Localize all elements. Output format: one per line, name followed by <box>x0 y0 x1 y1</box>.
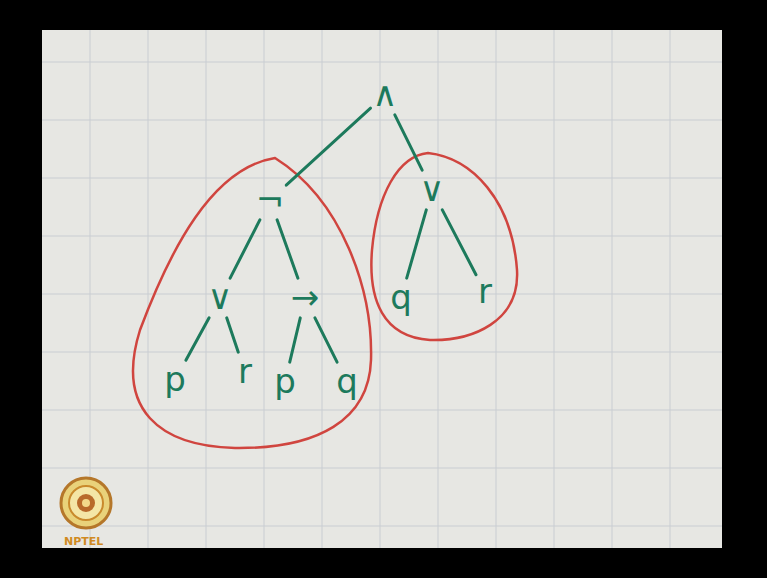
grid-line <box>438 30 439 548</box>
tree-branch <box>315 318 337 362</box>
tree-branch <box>395 115 422 170</box>
right-subtree-outline <box>371 153 517 340</box>
tree-branch <box>230 220 260 278</box>
grid-line <box>42 468 722 469</box>
grid-line <box>90 30 91 548</box>
tree-node: → <box>286 278 325 318</box>
paper-sheet <box>42 30 722 548</box>
grid-line <box>322 30 323 548</box>
tree-node: p <box>159 360 191 400</box>
tree-node: r <box>473 272 497 312</box>
tree-node: p <box>269 362 301 402</box>
tree-branch <box>227 318 239 352</box>
logo-label: NPTEL <box>64 535 103 548</box>
tree-node: ∨ <box>415 170 450 210</box>
grid-line <box>670 30 671 548</box>
tree-branch <box>290 318 301 362</box>
left-subtree-outline <box>133 158 371 448</box>
tree-node: q <box>331 362 363 402</box>
node-symbol: → <box>291 280 320 316</box>
node-symbol: p <box>164 362 186 398</box>
tree-node: r <box>233 352 257 392</box>
grid-line <box>42 62 722 63</box>
grid-line <box>264 30 265 548</box>
grid-lines <box>42 30 722 548</box>
tree-branch <box>442 210 476 275</box>
tree-node: ¬ <box>251 180 290 220</box>
node-symbol: p <box>274 364 296 400</box>
tree-branch <box>277 220 298 278</box>
node-symbol: ∨ <box>208 280 233 316</box>
node-symbol: ∧ <box>373 77 398 113</box>
node-symbol: q <box>336 364 358 400</box>
tree-node: q <box>385 278 417 318</box>
node-symbol: q <box>390 280 412 316</box>
grid-line <box>42 178 722 179</box>
grid-line <box>42 526 722 527</box>
tree-node: ∧ <box>368 75 403 115</box>
grid-line <box>496 30 497 548</box>
grid-line <box>42 120 722 121</box>
node-symbol: r <box>238 354 252 390</box>
grid-line <box>42 236 722 237</box>
node-symbol: ∨ <box>420 172 445 208</box>
tree-branch <box>407 210 427 278</box>
tree-branch <box>186 318 209 360</box>
grid-line <box>42 294 722 295</box>
grid-line <box>206 30 207 548</box>
grid-line <box>554 30 555 548</box>
grid-line <box>42 352 722 353</box>
nptel-logo <box>61 478 111 528</box>
grid-line <box>148 30 149 548</box>
node-symbol: r <box>478 274 492 310</box>
tree-branch <box>286 108 370 185</box>
node-symbol: ¬ <box>256 182 285 218</box>
tree-node: ∨ <box>203 278 238 318</box>
grid-line <box>612 30 613 548</box>
